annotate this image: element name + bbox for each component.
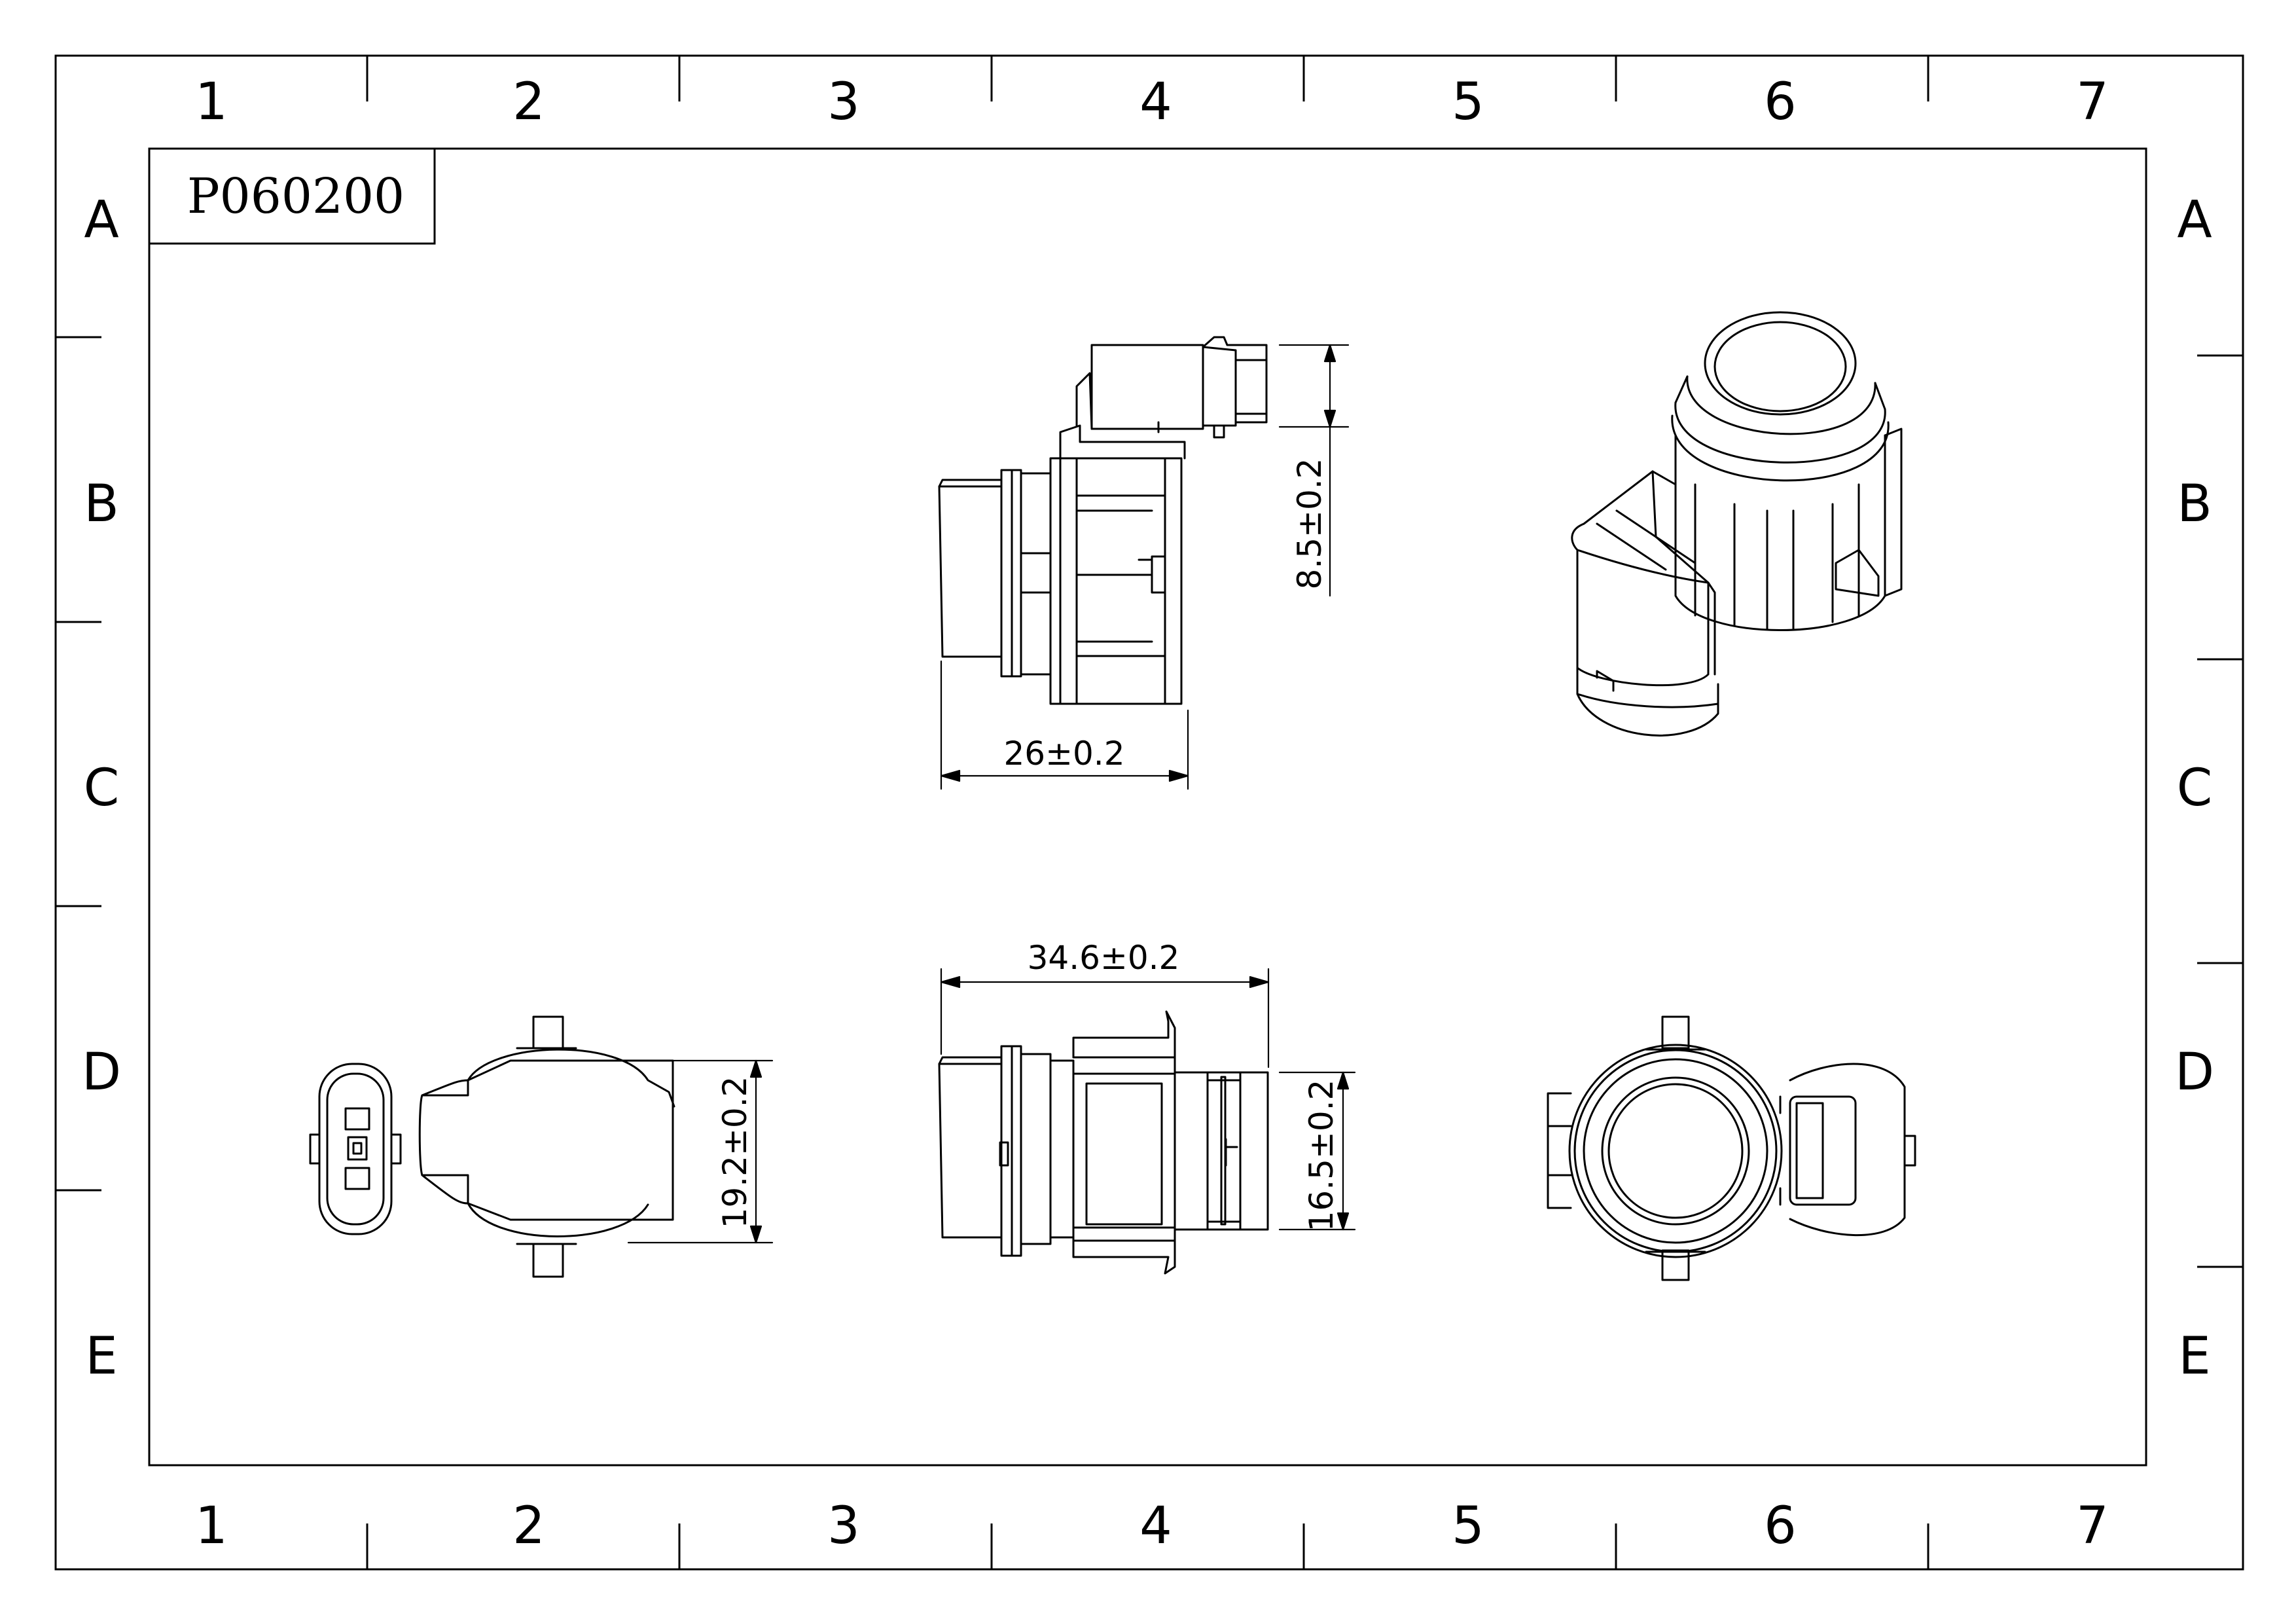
column-labels-bottom: 1 2 3 4 5 6 7: [195, 1497, 2109, 1556]
row-label: E: [2178, 1327, 2210, 1386]
row-label: D: [82, 1043, 121, 1102]
row-labels-left: A B C D E: [82, 191, 121, 1386]
row-labels-right: A B C D E: [2175, 191, 2214, 1386]
row-label: C: [2177, 759, 2212, 818]
row-label: E: [85, 1327, 117, 1386]
col-label: 3: [827, 1497, 860, 1556]
row-label: C: [84, 759, 119, 818]
col-label: 7: [2076, 1497, 2109, 1556]
row-label: B: [84, 475, 119, 534]
col-label: 7: [2076, 73, 2109, 132]
back-view: 19.2±0.2: [309, 1015, 774, 1278]
col-label: 2: [512, 73, 545, 132]
col-label: 1: [195, 1497, 228, 1556]
top-view: 8.5±0.2 26±0.2: [938, 336, 1350, 790]
dim-side-view-height: 16.5±0.2: [1302, 1080, 1340, 1232]
dim-back-view-height: 19.2±0.2: [716, 1076, 754, 1229]
title-block: P060200: [148, 147, 436, 245]
drawing-frame: [54, 54, 2244, 1571]
col-label: 6: [1764, 73, 1797, 132]
col-label: 6: [1764, 1497, 1797, 1556]
front-view: [1547, 1015, 1916, 1281]
row-label: A: [84, 191, 118, 249]
dim-side-view-length: 34.6±0.2: [1028, 939, 1180, 977]
row-label: A: [2177, 191, 2212, 249]
col-label: 5: [1452, 73, 1484, 132]
col-label: 5: [1452, 1497, 1484, 1556]
col-label: 2: [512, 1497, 545, 1556]
row-label: B: [2177, 475, 2212, 534]
isometric-view: [1571, 311, 1903, 737]
side-view: 34.6±0.2 16.5±0.2: [938, 939, 1356, 1275]
col-label: 4: [1139, 1497, 1172, 1556]
dim-top-view-height: 8.5±0.2: [1291, 458, 1329, 590]
part-number: P060200: [187, 168, 404, 225]
col-label: 3: [827, 73, 860, 132]
col-label: 1: [195, 73, 228, 132]
col-label: 4: [1139, 73, 1172, 132]
dim-top-view-length: 26±0.2: [1003, 735, 1124, 773]
column-labels-top: 1 2 3 4 5 6 7: [195, 73, 2109, 132]
row-label: D: [2175, 1043, 2214, 1102]
